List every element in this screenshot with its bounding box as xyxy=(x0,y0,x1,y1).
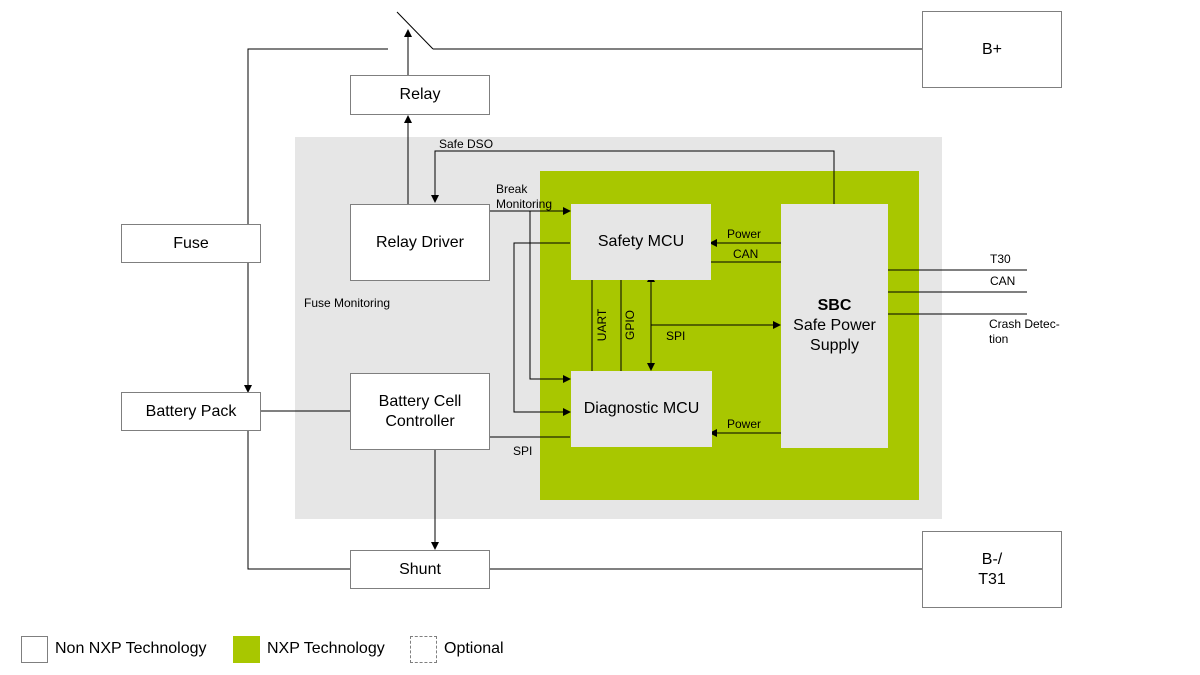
crash-detection-label-1: Crash Detec- xyxy=(989,317,1060,331)
shunt-block: Shunt xyxy=(350,550,490,589)
break-monitoring-diag-arrow xyxy=(529,211,571,383)
power-diag-label: Power xyxy=(727,417,762,431)
sbc-title: SBC xyxy=(817,297,852,314)
spi-bcc-label: SPI xyxy=(513,444,533,458)
fuse-label: Fuse xyxy=(173,234,209,252)
monitoring-label: Monitoring xyxy=(496,197,553,211)
can-internal-label: CAN xyxy=(733,247,759,261)
sbc-subtitle-1: Safe Power xyxy=(793,317,876,334)
bminus-label-2: T31 xyxy=(978,570,1006,588)
legend-optional-swatch xyxy=(410,636,437,663)
legend-nxp-swatch xyxy=(233,636,260,663)
battery-pack-label: Battery Pack xyxy=(145,402,237,420)
fuse-block: Fuse xyxy=(121,224,261,263)
uart-label: UART xyxy=(595,308,610,342)
relay-switch-contact xyxy=(396,11,434,50)
shunt-label: Shunt xyxy=(399,560,441,578)
bcc-label-1: Battery Cell xyxy=(378,392,462,410)
fuse-monitoring-label: Fuse Monitoring xyxy=(304,296,391,310)
pack-to-shunt-wire xyxy=(247,431,350,570)
safe-dso-label: Safe DSO xyxy=(439,137,494,151)
t30-label: T30 xyxy=(990,252,1011,266)
legend-non-nxp-swatch xyxy=(21,636,48,663)
break-label: Break xyxy=(496,182,528,196)
diagnostic-mcu-block: Diagnostic MCU xyxy=(571,371,712,447)
bcc-label-2: Controller xyxy=(385,412,455,430)
safety-to-diag-arrow xyxy=(513,242,571,416)
sbc-subtitle-2: Supply xyxy=(810,337,859,354)
spi-mcu-label: SPI xyxy=(666,329,686,343)
can-external-label: CAN xyxy=(990,274,1016,288)
safety-mcu-block: Safety MCU xyxy=(571,204,711,280)
bminus-label-1: B-/ xyxy=(981,550,1003,568)
relay-driver-block: Relay Driver xyxy=(350,204,490,281)
crash-detection-label-2: tion xyxy=(989,332,1009,346)
bplus-label: B+ xyxy=(981,40,1002,58)
relay-driver-label: Relay Driver xyxy=(375,233,464,251)
legend-nxp-label: NXP Technology xyxy=(267,640,385,657)
relay-label: Relay xyxy=(399,86,441,103)
battery-pack-block: Battery Pack xyxy=(121,392,261,431)
relay-block: Relay xyxy=(350,75,490,115)
fuse-to-switch-wire xyxy=(247,48,388,225)
legend-non-nxp-label: Non NXP Technology xyxy=(55,640,207,657)
gpio-label: GPIO xyxy=(623,309,638,341)
battery-cell-controller-block: Battery Cell Controller xyxy=(350,373,490,450)
safety-mcu-label: Safety MCU xyxy=(597,233,685,250)
legend-optional-label: Optional xyxy=(444,640,504,657)
bminus-block: B-/ T31 xyxy=(922,531,1062,608)
diagnostic-mcu-label: Diagnostic MCU xyxy=(583,400,700,417)
sbc-block: SBC Safe Power Supply xyxy=(781,204,888,448)
power-safety-label: Power xyxy=(727,227,762,241)
bplus-block: B+ xyxy=(922,11,1062,88)
safe-dso-wire xyxy=(431,150,835,204)
